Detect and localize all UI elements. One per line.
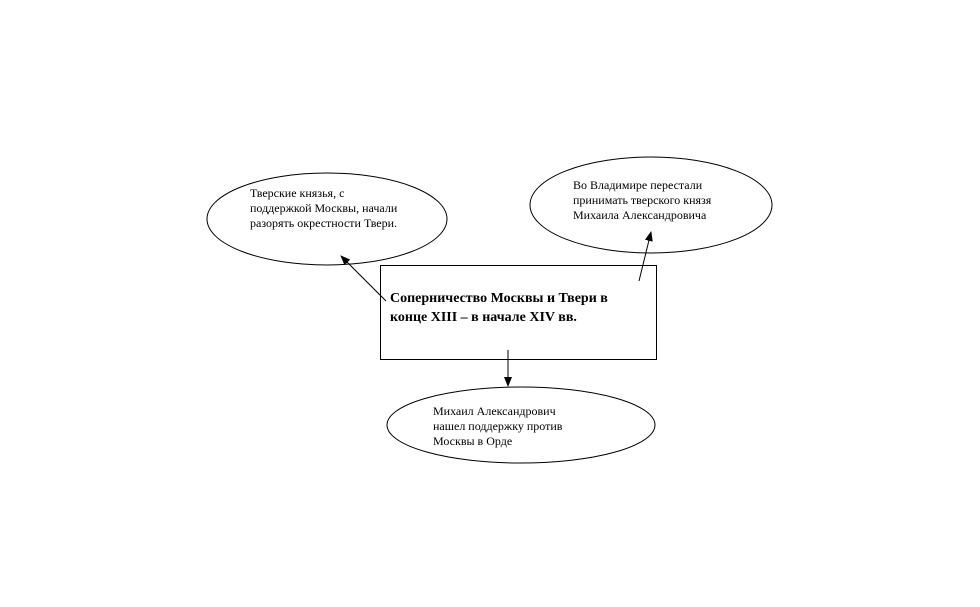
left-ellipse-line-3: разорять окрестности Твери.	[250, 216, 398, 230]
bottom-ellipse	[386, 386, 656, 464]
arrow-to-right-ellipse	[638, 231, 653, 282]
left-ellipse-line-1: Тверские князья, с	[250, 186, 345, 200]
arrow-to-left-ellipse	[340, 255, 387, 302]
right-ellipse-line-2: принимать тверского князя	[573, 193, 712, 207]
center-title-line-1: Соперничество Москвы и Твери в	[390, 291, 608, 306]
left-ellipse-text: Тверские князья, с поддержкой Москвы, на…	[250, 186, 397, 231]
left-ellipse-line-2: поддержкой Москвы, начали	[250, 201, 398, 215]
right-ellipse	[529, 156, 773, 254]
center-title-line-2: конце XIII – в начале XIV вв.	[390, 310, 577, 325]
right-ellipse-line-3: Михаила Александровича	[573, 208, 707, 222]
center-title: Соперничество Москвы и Твери в конце XII…	[390, 289, 608, 327]
bottom-ellipse-line-3: Москвы в Орде	[433, 434, 513, 448]
left-ellipse	[206, 172, 448, 266]
bottom-ellipse-text: Михаил Александрович нашел поддержку про…	[433, 404, 562, 449]
right-ellipse-text: Во Владимире перестали принимать тверско…	[573, 178, 711, 223]
right-ellipse-line-1: Во Владимире перестали	[573, 178, 703, 192]
center-box	[380, 265, 657, 360]
bottom-ellipse-line-2: нашел поддержку против	[433, 419, 563, 433]
bottom-ellipse-line-1: Михаил Александрович	[433, 404, 556, 418]
